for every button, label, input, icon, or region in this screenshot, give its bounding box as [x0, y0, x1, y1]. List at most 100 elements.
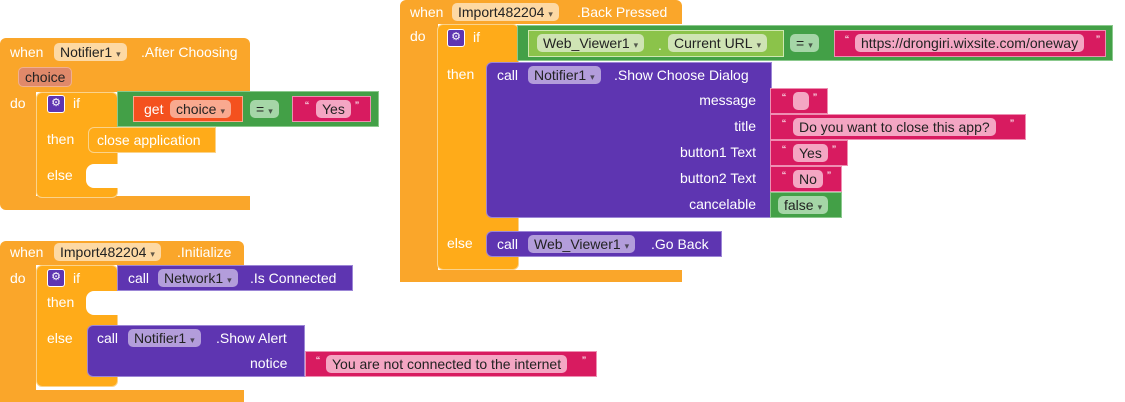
url-value[interactable]: https://drongiri.wixsite.com/oneway [855, 34, 1085, 52]
method-name: .Show Choose Dialog [614, 67, 749, 83]
network-dropdown[interactable]: Network1▾ [158, 269, 238, 287]
close-application-block[interactable] [88, 127, 216, 153]
else-slot [86, 164, 118, 188]
method-name: .Is Connected [250, 270, 337, 286]
component-name: Import482204 [60, 244, 147, 260]
component-name: Notifier1 [60, 44, 113, 60]
viewer-dropdown[interactable]: Web_Viewer1▾ [537, 34, 645, 52]
text-value[interactable]: You are not connected to the internet [326, 355, 568, 373]
notice-label: notice [250, 355, 288, 371]
else-label: else [47, 167, 73, 183]
notifier-dropdown[interactable]: Notifier1▾ [128, 329, 201, 347]
component-name: Notifier1 [534, 67, 587, 83]
cancelable-label: cancelable [689, 196, 756, 212]
call-label: call [97, 330, 119, 346]
event-name: .After Choosing [141, 44, 238, 60]
event-body [0, 265, 36, 395]
component-name: Web_Viewer1 [534, 236, 621, 252]
component-name: Network1 [164, 270, 224, 286]
open-quote: “ [845, 33, 849, 47]
variable-name: choice [176, 101, 217, 117]
chevron-down-icon: ▾ [808, 40, 813, 50]
gear-icon[interactable]: ⚙ [47, 95, 65, 113]
then-label: then [447, 66, 475, 82]
open-quote: “ [782, 169, 786, 183]
component-name: Notifier1 [134, 330, 187, 346]
close-quote: ” [1010, 117, 1014, 131]
open-quote: “ [316, 354, 320, 368]
property-dropdown[interactable]: Current URL▾ [668, 34, 768, 52]
chevron-down-icon: ▾ [624, 241, 630, 251]
component-name: Import482204 [458, 4, 545, 20]
component-dropdown[interactable]: Import482204▾ [452, 3, 559, 21]
variable-dropdown[interactable]: choice▾ [170, 100, 231, 118]
chevron-down-icon: ▾ [817, 202, 823, 212]
chevron-down-icon: ▾ [268, 106, 273, 116]
close-application-label: close application [97, 132, 201, 148]
open-quote: “ [782, 117, 786, 131]
when-label: when [10, 44, 44, 60]
open-quote: “ [782, 143, 786, 157]
chevron-down-icon: ▾ [548, 9, 553, 19]
gear-icon[interactable]: ⚙ [47, 269, 65, 287]
close-quote: ” [813, 91, 817, 105]
title-label: title [734, 118, 756, 134]
boolean-dropdown[interactable]: false▾ [778, 196, 829, 214]
chevron-down-icon: ▾ [590, 72, 595, 82]
chevron-down-icon: ▾ [116, 49, 121, 59]
event-name: .Back Pressed [577, 4, 668, 20]
chevron-down-icon: ▾ [633, 40, 639, 50]
close-quote: ” [832, 143, 836, 157]
param-choice[interactable]: choice [18, 67, 73, 87]
get-label: get [144, 101, 164, 117]
button2-label: button2 Text [679, 170, 756, 186]
dot-separator: . [658, 37, 662, 53]
call-label: call [497, 236, 519, 252]
notifier-dropdown[interactable]: Notifier1▾ [528, 66, 601, 84]
close-quote: ” [827, 169, 831, 183]
chevron-down-icon: ▾ [756, 40, 762, 50]
else-label: else [47, 330, 73, 346]
event-footer [400, 270, 682, 282]
text-value[interactable]: Yes [316, 100, 351, 118]
open-quote: “ [782, 91, 786, 105]
component-dropdown[interactable]: Notifier1▾ [54, 43, 127, 61]
do-label: do [10, 270, 26, 286]
then-slot [86, 291, 118, 315]
event-body [400, 24, 438, 280]
event-body [0, 92, 36, 202]
operator-dropdown[interactable]: =▾ [790, 34, 819, 52]
button2-value[interactable]: No [793, 170, 823, 188]
operator: = [796, 35, 805, 51]
boolean-value: false [784, 197, 814, 213]
operator-dropdown[interactable]: =▾ [250, 100, 279, 118]
message-value[interactable] [793, 92, 809, 110]
message-label: message [699, 92, 756, 108]
close-quote: ” [582, 354, 586, 368]
open-quote: “ [305, 99, 309, 113]
component-name: Web_Viewer1 [543, 35, 630, 51]
if-label: if [73, 95, 80, 111]
if-label: if [73, 270, 80, 286]
property-name: Current URL [674, 35, 753, 51]
then-label: then [47, 294, 75, 310]
if-label: if [473, 29, 480, 45]
event-name: .Initialize [177, 244, 232, 260]
method-name: .Show Alert [216, 330, 287, 346]
event-footer [0, 390, 244, 402]
gear-icon[interactable]: ⚙ [447, 29, 465, 47]
button1-label: button1 Text [679, 144, 756, 160]
else-label: else [447, 235, 473, 251]
call-label: call [128, 270, 150, 286]
when-label: when [10, 244, 44, 260]
viewer-dropdown[interactable]: Web_Viewer1▾ [528, 235, 636, 253]
event-footer [0, 196, 250, 210]
close-quote: ” [355, 99, 359, 113]
button1-value[interactable]: Yes [793, 144, 828, 162]
chevron-down-icon: ▾ [190, 335, 195, 345]
close-quote: ” [1096, 33, 1100, 47]
title-value[interactable]: Do you want to close this app? [793, 118, 996, 136]
call-label: call [497, 67, 519, 83]
component-dropdown[interactable]: Import482204▾ [54, 243, 161, 261]
then-label: then [47, 131, 75, 147]
